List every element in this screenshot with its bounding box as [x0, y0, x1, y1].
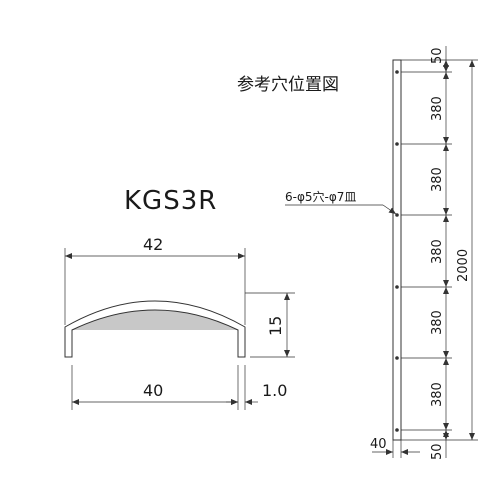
dim-height-label: 15 [266, 316, 285, 336]
profile-outer [64, 300, 246, 358]
dim-top-width-label: 42 [143, 235, 163, 254]
rail-outline [392, 59, 402, 441]
hole [395, 213, 399, 217]
dim-spacing-label: 380 [430, 239, 445, 264]
rail [392, 59, 402, 458]
cross-section-profile [64, 300, 246, 358]
dim-total: 2000 [456, 60, 475, 440]
hole [395, 70, 399, 74]
model-label: KGS3R [124, 186, 217, 216]
dim-thickness: 1.0 [226, 365, 287, 410]
dim-total-label: 2000 [456, 249, 471, 282]
hole [395, 285, 399, 289]
dim-end-bottom-label: 50 [430, 443, 445, 460]
hole [395, 142, 399, 146]
hole [395, 428, 399, 432]
hole [395, 356, 399, 360]
dim-rail-width-label: 40 [370, 437, 387, 452]
dim-bottom-width-label: 40 [143, 381, 163, 400]
rail-holes [395, 70, 399, 432]
dim-thickness-label: 1.0 [262, 381, 287, 400]
hole-note: 6-φ5穴-φ7皿 [285, 189, 397, 215]
dim-rail-width: 40 [370, 437, 420, 455]
dim-spacing-label: 380 [430, 310, 445, 335]
dim-spacing-label: 380 [430, 382, 445, 407]
dim-height: 15 [245, 292, 295, 358]
dim-end-top-label: 50 [430, 47, 445, 64]
dim-top-width: 42 [64, 235, 246, 325]
dim-spacing-label: 380 [430, 167, 445, 192]
diagram-title: 参考穴位置図 [237, 75, 339, 95]
dim-bottom-width: 40 [71, 365, 239, 410]
dim-spacing-label: 380 [430, 96, 445, 121]
hole-note-label: 6-φ5穴-φ7皿 [285, 189, 356, 204]
